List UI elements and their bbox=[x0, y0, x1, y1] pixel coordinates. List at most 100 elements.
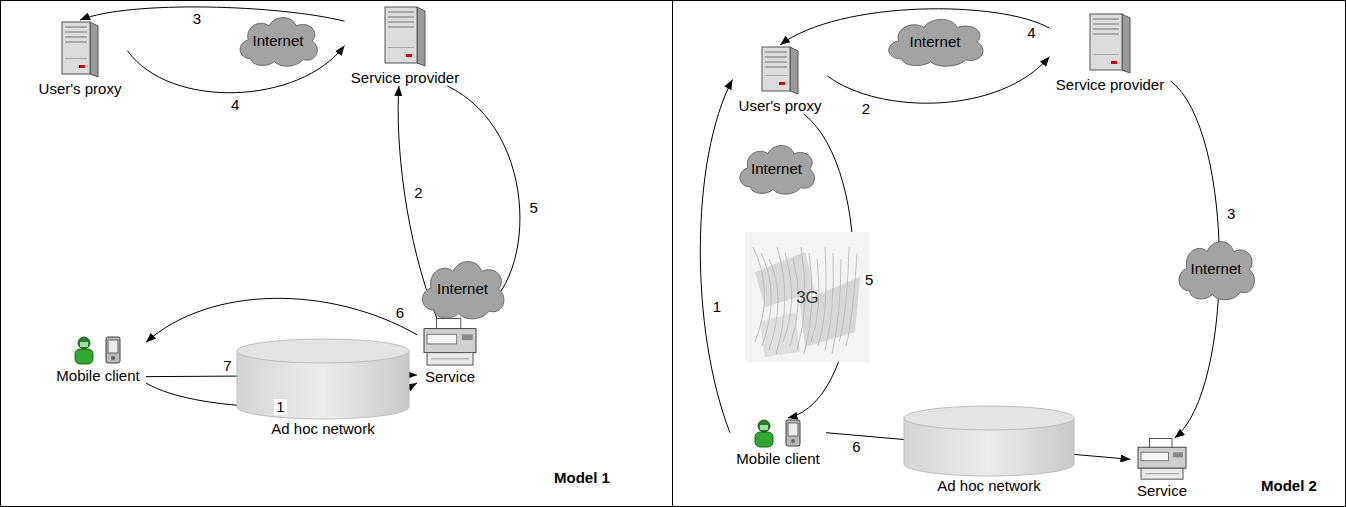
node-shape bbox=[61, 20, 99, 78]
model-panel: Model 2User's proxyInternetService provi… bbox=[672, 0, 1346, 507]
icon-part bbox=[745, 232, 870, 362]
icon-part bbox=[1093, 23, 1119, 25]
icon-part bbox=[1093, 18, 1119, 20]
server-node: User's proxy bbox=[733, 45, 828, 114]
model-panel: Model 1User's proxyInternetService provi… bbox=[0, 0, 673, 507]
mobile-client-node: Mobile client bbox=[730, 418, 826, 467]
icon-part bbox=[65, 26, 87, 28]
icon-part bbox=[1090, 14, 1122, 70]
icon-part bbox=[765, 66, 787, 68]
icon-part bbox=[78, 337, 90, 349]
step-number: 6 bbox=[850, 439, 862, 455]
icon-part bbox=[65, 31, 87, 33]
step-number: 1 bbox=[274, 399, 286, 415]
node-shape bbox=[752, 418, 804, 448]
step-number: 5 bbox=[527, 200, 539, 216]
icon-part bbox=[1111, 61, 1117, 64]
node-shape bbox=[761, 45, 799, 95]
icon-part bbox=[431, 358, 469, 359]
icon-part bbox=[65, 36, 87, 38]
icon-part bbox=[740, 146, 815, 195]
icon-part bbox=[818, 247, 826, 346]
flow-arrow bbox=[146, 298, 417, 342]
icon-part bbox=[75, 349, 93, 364]
icon-part bbox=[889, 19, 983, 66]
icon-part bbox=[825, 253, 833, 350]
icon-part bbox=[427, 334, 457, 344]
icon-part bbox=[462, 334, 473, 340]
icon-part bbox=[1179, 242, 1254, 300]
icon-part bbox=[388, 16, 414, 18]
icon-part bbox=[783, 253, 792, 342]
icon-part bbox=[388, 11, 414, 13]
node-label: Service bbox=[1131, 482, 1194, 499]
node-shape bbox=[423, 318, 477, 366]
icon-part bbox=[765, 56, 787, 58]
icon-part bbox=[388, 21, 414, 23]
step-number: 2 bbox=[860, 101, 872, 117]
icon-part bbox=[769, 259, 778, 350]
network-cylinder: Ad hoc network bbox=[903, 405, 1075, 494]
icon-part bbox=[765, 61, 787, 63]
icon-part bbox=[106, 337, 120, 363]
step-number: 4 bbox=[1025, 25, 1037, 41]
icon-part bbox=[765, 51, 787, 53]
icon-part bbox=[1138, 447, 1186, 468]
node-label: Ad hoc network bbox=[903, 477, 1075, 494]
icon-part bbox=[800, 277, 860, 347]
step-number: 4 bbox=[229, 97, 241, 113]
icon-part bbox=[1093, 28, 1119, 30]
icon-part bbox=[65, 58, 87, 59]
icon-part bbox=[388, 26, 414, 28]
node-label: Internet bbox=[253, 32, 304, 49]
step-number: 5 bbox=[863, 272, 875, 288]
node-shape bbox=[384, 5, 426, 67]
icon-part bbox=[1093, 54, 1119, 55]
node-shape bbox=[1137, 438, 1187, 480]
node-label: Service provider bbox=[345, 69, 466, 86]
icon-part bbox=[65, 41, 87, 43]
server-node: User's proxy bbox=[33, 20, 128, 97]
3g-network-image: 3G bbox=[745, 232, 870, 362]
icon-part bbox=[385, 7, 417, 63]
internet-cloud: Internet bbox=[733, 140, 820, 196]
icon-part bbox=[758, 420, 770, 432]
icon-part bbox=[1173, 452, 1183, 457]
service-printer: Service bbox=[417, 318, 483, 385]
service-printer: Service bbox=[1131, 438, 1194, 499]
icon-part bbox=[788, 423, 798, 436]
icon-part bbox=[80, 342, 88, 347]
icon-part bbox=[786, 420, 800, 446]
node-label: Ad hoc network bbox=[236, 420, 410, 437]
step-number: 1 bbox=[711, 299, 723, 315]
server-node: Service provider bbox=[345, 5, 466, 86]
step-number: 2 bbox=[412, 185, 424, 201]
internet-cloud: Internet bbox=[1172, 235, 1260, 302]
flow-arrow bbox=[80, 7, 345, 21]
node-label: Mobile client bbox=[730, 450, 826, 467]
flow-arrow bbox=[700, 80, 732, 433]
node-shape bbox=[236, 338, 410, 420]
icon-part bbox=[417, 7, 425, 66]
icon-part bbox=[839, 247, 849, 342]
icon-part bbox=[765, 75, 787, 76]
step-number: 7 bbox=[221, 358, 233, 374]
icon-part bbox=[776, 247, 785, 354]
internet-cloud: Internet bbox=[880, 14, 990, 68]
node-label: Model 2 bbox=[1261, 477, 1317, 494]
icon-part bbox=[791, 439, 795, 443]
icon-part bbox=[424, 329, 476, 353]
icon-part bbox=[1122, 14, 1130, 73]
icon-part bbox=[423, 262, 504, 319]
icon-part bbox=[753, 247, 765, 342]
node-label: User's proxy bbox=[33, 80, 128, 97]
icon-part bbox=[779, 82, 785, 85]
step-number: 6 bbox=[394, 305, 406, 321]
icon-part bbox=[108, 340, 118, 353]
node-label: Mobile client bbox=[50, 367, 146, 384]
node-label: Internet bbox=[1191, 260, 1242, 277]
step-number: 3 bbox=[191, 11, 203, 27]
icon-part bbox=[90, 22, 98, 77]
icon-part bbox=[761, 253, 771, 346]
